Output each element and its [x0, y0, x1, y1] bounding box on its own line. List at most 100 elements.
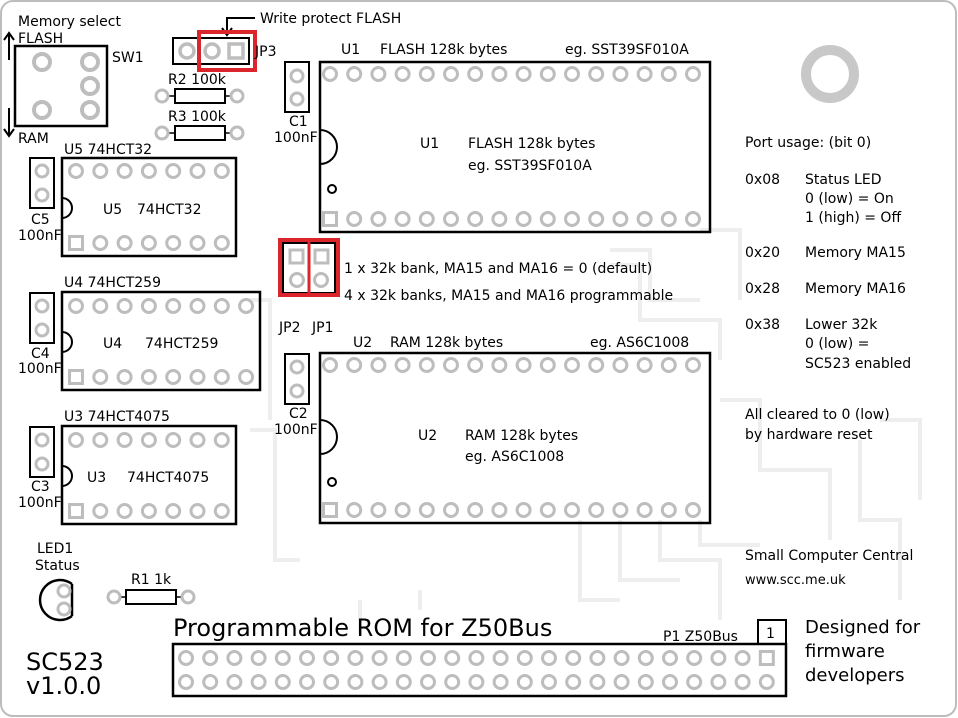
connector-pin: [758, 650, 775, 666]
designed-for-2: firmware: [805, 641, 885, 662]
u2-top-pin: [660, 357, 677, 373]
connector-pin: [492, 650, 509, 666]
u5-top-pin: [165, 163, 182, 179]
u2-top-pin: [443, 357, 459, 373]
u2-bottom-pin: [370, 502, 387, 518]
led-name: Status: [35, 558, 80, 574]
u2-top-pin: [539, 357, 556, 373]
connector-pin: [250, 674, 267, 690]
u2-bottom-pin: [394, 502, 411, 518]
u2-bottom-pin: [636, 502, 653, 518]
u5-bottom-pin: [116, 235, 133, 251]
u1-notch: [319, 129, 338, 165]
u1-top-pin: [564, 66, 580, 82]
c1-ref: C1: [289, 114, 308, 130]
u2-top-pin: [322, 357, 338, 373]
u1-top-pin: [370, 66, 387, 82]
connector-pin: [758, 674, 775, 690]
connector-outline: [171, 642, 788, 698]
u3-bottom-pin: [213, 503, 230, 519]
capacitor-c2: C2 100nF: [274, 353, 318, 438]
connector-pin: [516, 674, 533, 690]
u3-outline: [60, 424, 238, 526]
u3-bottom-pin: [68, 503, 84, 519]
port-addr-0x38: 0x38: [745, 317, 780, 333]
c2-value: 100nF: [274, 422, 318, 438]
r1-resistor: [106, 589, 196, 605]
u2-ref: U2: [418, 428, 437, 444]
u1-top-pin: [612, 66, 629, 82]
u2-top-pin: [346, 357, 363, 373]
connector-pin: [637, 674, 654, 690]
u1-top-pin: [539, 66, 556, 82]
u1-outline: [318, 60, 712, 234]
u2-example: eg. AS6C1008: [465, 449, 564, 465]
u1-top-pin: [491, 66, 508, 82]
u2-bottom-pin: [660, 502, 677, 518]
connector-label: P1 Z50Bus: [663, 629, 738, 645]
switch-arrows: [3, 31, 15, 138]
u5-notch: [61, 197, 73, 219]
u3-top-label: U3 74HCT4075: [64, 409, 170, 425]
led1: [38, 578, 74, 622]
u1-top-pin: [685, 66, 701, 82]
connector-pin: [565, 674, 582, 690]
pin1-label: 1: [766, 626, 775, 642]
jp3-pads: [178, 42, 245, 60]
u3-top-pin: [116, 432, 133, 448]
jp3-ref: JP3: [254, 44, 276, 60]
jumper-option-2: 4 x 32k banks, MA15 and MA16 programmabl…: [344, 288, 673, 304]
u4-bottom-pin: [165, 369, 182, 385]
connector-pin: [686, 674, 703, 690]
connector-pin: [589, 650, 606, 666]
u4-outline: [60, 290, 262, 392]
u5-bottom-pin: [165, 235, 182, 251]
u2-bottom-pin: [322, 502, 338, 518]
u5-name: 74HCT32: [137, 202, 201, 218]
u2-bottom-pin: [564, 502, 580, 518]
u1-top-pin: [322, 66, 338, 82]
u4-bottom-pin: [189, 369, 206, 385]
r3-resistor: [154, 125, 245, 141]
port-footer-1: All cleared to 0 (low): [745, 407, 890, 423]
connector-pin: [347, 674, 364, 690]
u1-top-name: FLASH 128k bytes: [380, 42, 507, 58]
u3-top-pin: [213, 432, 230, 448]
connector-pin: [444, 650, 461, 666]
u1-top-pin: [467, 66, 484, 82]
capacitor-c5: C5 100nF: [18, 157, 62, 244]
u2-top-pin: [685, 357, 701, 373]
u1-top-pin: [660, 66, 677, 82]
board-name: SC523: [26, 648, 104, 676]
connector-pin: [541, 674, 557, 690]
u2-bottom-pin: [685, 502, 701, 518]
connector-pin: [710, 650, 727, 666]
connector-pin: [274, 674, 291, 690]
u1-bottom-pin: [564, 211, 580, 227]
u1-bottom-pin: [636, 211, 653, 227]
u2-bottom-pin: [467, 502, 484, 518]
u2-top-ref: U2: [353, 335, 372, 351]
u4-top-pin: [238, 298, 255, 314]
sw1-ref: SW1: [112, 50, 144, 66]
u4-top-pin: [213, 298, 230, 314]
u3-top-pin: [92, 432, 109, 448]
connector-pin: [734, 674, 751, 690]
connector-pin: [420, 650, 436, 666]
c4-ref: C4: [31, 346, 50, 362]
u2-top-example: eg. AS6C1008: [590, 335, 689, 351]
connector-pin: [516, 650, 533, 666]
u3-bottom-pin: [140, 503, 157, 519]
u1-bottom-pin: [394, 211, 411, 227]
connector-pin: [420, 674, 436, 690]
u3-top-pin: [165, 432, 182, 448]
connector-pin: [250, 650, 267, 666]
u5-top-pin: [68, 163, 84, 179]
connector-pin: [274, 650, 291, 666]
u5-outline: [60, 156, 238, 258]
u1-bottom-pin: [612, 211, 629, 227]
capacitor-c3: C3 100nF: [18, 426, 62, 511]
u5-top-pin: [92, 163, 109, 179]
u2-top-pin: [418, 357, 435, 373]
mounting-hole: [801, 45, 859, 103]
